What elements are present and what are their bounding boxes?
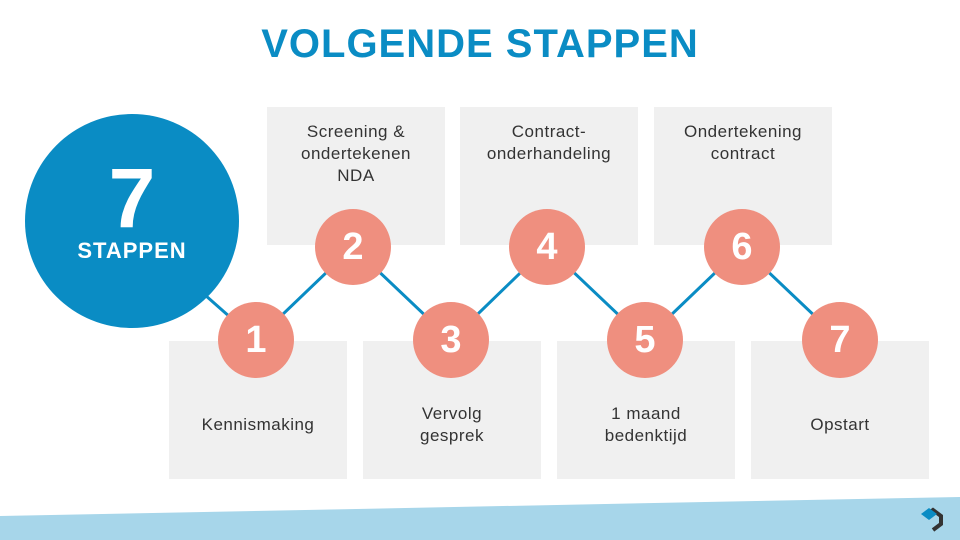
page-title: VOLGENDE STAPPEN xyxy=(261,22,699,66)
step-label: Kennismaking xyxy=(201,415,315,434)
step-box-4: Contract- onderhandeling xyxy=(460,107,638,245)
badge-number: 7 xyxy=(108,151,156,245)
logo-icon xyxy=(921,507,943,532)
step-number-4: 4 xyxy=(509,209,585,285)
step-number-2: 2 xyxy=(315,209,391,285)
step-label: 1 maand bedenktijd xyxy=(604,404,688,445)
step-box-2: Screening & ondertekenen NDA xyxy=(267,107,445,245)
step-number-6: 6 xyxy=(704,209,780,285)
step-number-7: 7 xyxy=(802,302,878,378)
step-label: Vervolg gesprek xyxy=(420,404,484,445)
steps-count-badge: 7 STAPPEN xyxy=(25,114,239,328)
step-number-1: 1 xyxy=(218,302,294,378)
step-label: Ondertekening contract xyxy=(683,122,803,163)
bottom-band xyxy=(0,497,960,540)
step-label: Opstart xyxy=(810,415,870,434)
step-number-5: 5 xyxy=(607,302,683,378)
step-box-3: Vervolg gesprek xyxy=(363,341,541,479)
step-number-3: 3 xyxy=(413,302,489,378)
badge-label: STAPPEN xyxy=(77,238,187,263)
step-label: Contract- onderhandeling xyxy=(486,122,612,163)
step-label: Screening & ondertekenen NDA xyxy=(301,122,411,185)
